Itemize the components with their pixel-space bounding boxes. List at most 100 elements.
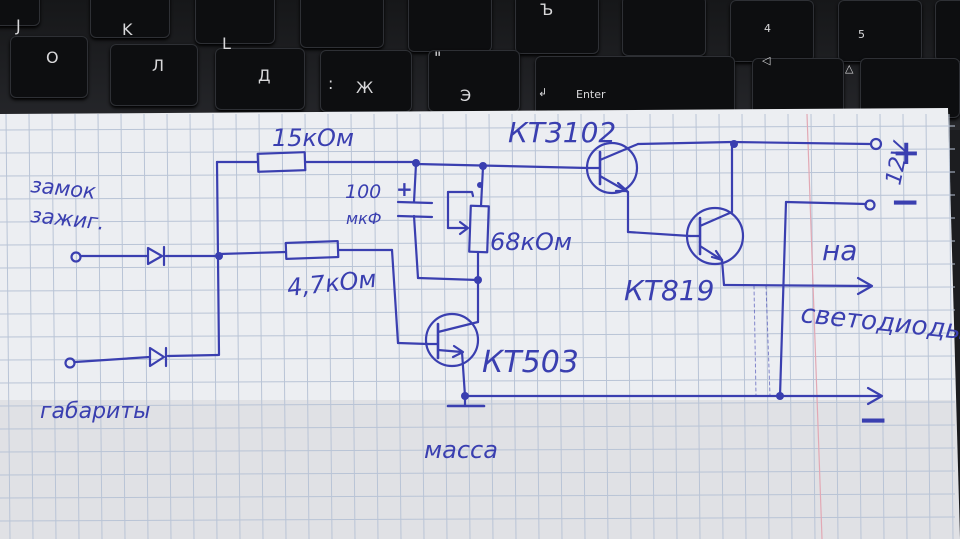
label-output-na: на: [822, 234, 857, 267]
grid-line: [534, 113, 540, 539]
key-label: K: [122, 20, 133, 39]
grid-line: [649, 113, 655, 539]
notebook-paper: замок зажиг. габариты 15кОм 4,7кОм 68кОм…: [0, 100, 960, 539]
grid-line: [511, 113, 517, 539]
power-plus-terminal: [869, 137, 883, 151]
key: [838, 0, 922, 62]
grid-line: [0, 194, 956, 200]
grid-line: [856, 113, 862, 539]
key-label: Enter: [576, 88, 606, 101]
grid-line: [0, 240, 956, 246]
grid-line: [0, 516, 956, 522]
grid-line: [120, 113, 126, 539]
key-label: 5: [858, 28, 865, 41]
key-label: О: [46, 48, 59, 67]
key: [195, 0, 275, 44]
keyboard-background: J K L О Л Д : Ж " Э Ъ 4 5 Enter ↲ ◁ △: [0, 0, 960, 130]
label-capacitor-unit: мкФ: [346, 209, 382, 228]
key: [935, 0, 960, 62]
grid-line: [488, 113, 494, 539]
key-label: L: [222, 34, 231, 53]
power-minus-terminal: [864, 199, 876, 211]
label-transistor-kt819: КТ819: [624, 274, 714, 307]
grid-line: [787, 113, 793, 539]
potentiometer-arrow-icon: [446, 220, 470, 236]
key: [535, 56, 735, 118]
label-ground: масса: [424, 436, 498, 464]
grid-line: [879, 113, 885, 539]
grid-line: [603, 113, 609, 539]
grid-line: [0, 125, 956, 131]
grid-line: [902, 113, 908, 539]
grid-line: [0, 148, 956, 154]
key-label: Ъ: [540, 0, 554, 19]
transistor-kt3102: [585, 141, 640, 195]
grid-line: [258, 113, 264, 539]
resistor-15k: [256, 151, 307, 173]
key: [515, 0, 599, 54]
label-power-plus: +: [892, 133, 921, 173]
resistor-4-7k: [284, 239, 340, 261]
grid-line: [189, 113, 195, 539]
grid-line: [0, 470, 956, 476]
key-label: Ж: [356, 78, 374, 97]
grid-line: [97, 113, 103, 539]
grid-line: [235, 113, 241, 539]
grid-line: [373, 113, 379, 539]
grid-line: [304, 113, 310, 539]
grid-line: [166, 113, 172, 539]
key-label: 4: [764, 22, 771, 35]
label-capacitor-value: 100: [345, 181, 381, 203]
grid-line: [327, 113, 333, 539]
grid-line: [350, 113, 356, 539]
label-resistor-15k: 15кОм: [272, 124, 354, 152]
key: [300, 0, 384, 48]
label-resistor-68k: 68кОм: [490, 228, 572, 256]
grid-line: [764, 113, 770, 539]
key: [408, 0, 492, 52]
key: [860, 58, 960, 118]
key-label: Э: [460, 86, 472, 105]
grid-line: [5, 113, 11, 539]
input-terminal-side-lights: [64, 357, 76, 369]
grid-line: [0, 378, 956, 384]
key-label: ": [434, 48, 442, 67]
transistor-kt819: [685, 206, 745, 266]
arrow-up-icon: △: [845, 62, 854, 75]
key-label: :: [328, 74, 334, 93]
grid-line: [0, 447, 956, 453]
grid-line: [695, 113, 701, 539]
arrow-left-icon: ◁: [762, 54, 771, 67]
key: [730, 0, 814, 62]
grid-line: [465, 113, 471, 539]
label-transistor-kt503: КТ503: [482, 345, 579, 380]
grid-line: [0, 217, 956, 223]
paper-shadow: [0, 400, 960, 539]
grid-line: [281, 113, 287, 539]
enter-arrow-icon: ↲: [538, 86, 548, 99]
grid-line: [672, 113, 678, 539]
grid-line: [0, 493, 956, 499]
label-power-minus: −: [890, 182, 920, 223]
grid-line: [0, 424, 956, 430]
label-capacitor-plus: +: [396, 177, 413, 201]
grid-line: [419, 113, 425, 539]
key-label: Д: [258, 66, 271, 85]
grid-line: [718, 113, 724, 539]
schematic-drawing: замок зажиг. габариты 15кОм 4,7кОм 68кОм…: [0, 108, 960, 539]
grid-line: [741, 113, 747, 539]
paper-margin-line: [806, 113, 823, 539]
grid-line: [810, 113, 816, 539]
label-side-lights: габариты: [40, 399, 151, 424]
grid-line: [28, 113, 34, 539]
transistor-kt503: [424, 312, 480, 368]
paper-grid-lines: [0, 113, 956, 539]
key: [428, 50, 520, 112]
key: [320, 50, 412, 112]
resistor-68k: [468, 204, 490, 254]
key: [110, 44, 198, 106]
key: [752, 58, 844, 118]
diode-ignition: [146, 245, 166, 267]
grid-line: [557, 113, 563, 539]
grid-line: [948, 113, 954, 539]
